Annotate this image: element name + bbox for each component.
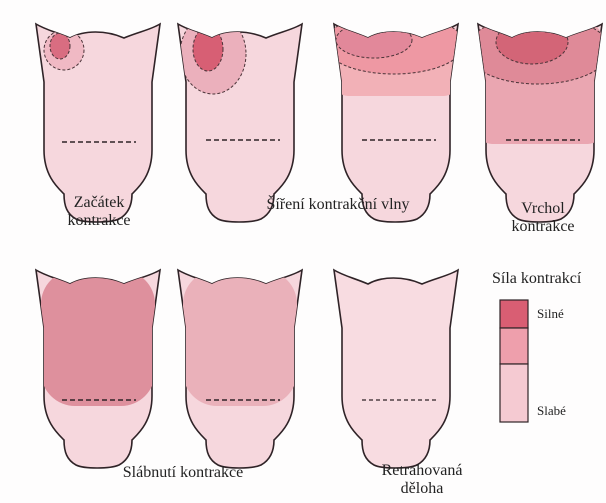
legend-strong-label: Silné [537, 306, 564, 322]
uterus-weakening-2 [178, 270, 302, 468]
uterus-start [36, 24, 160, 222]
uterus-retracted [334, 270, 458, 468]
label-peak: Vrchol kontrakce [490, 200, 596, 236]
uterus-weakening-1 [36, 270, 160, 468]
uterus-spread-1 [178, 14, 302, 222]
legend-bar [500, 300, 528, 422]
label-start: Začátek kontrakce [54, 194, 144, 230]
uterus-peak [466, 16, 606, 222]
label-weakening: Slábnutí kontrakce [88, 464, 278, 482]
uterus-spread-2 [324, 14, 464, 222]
label-spread: Šíření kontrakční vlny [228, 196, 448, 214]
label-retracted: Retrahovaná děloha [360, 462, 484, 498]
legend-weak-label: Slabé [537, 403, 566, 419]
legend-title: Síla kontrakcí [492, 270, 581, 288]
